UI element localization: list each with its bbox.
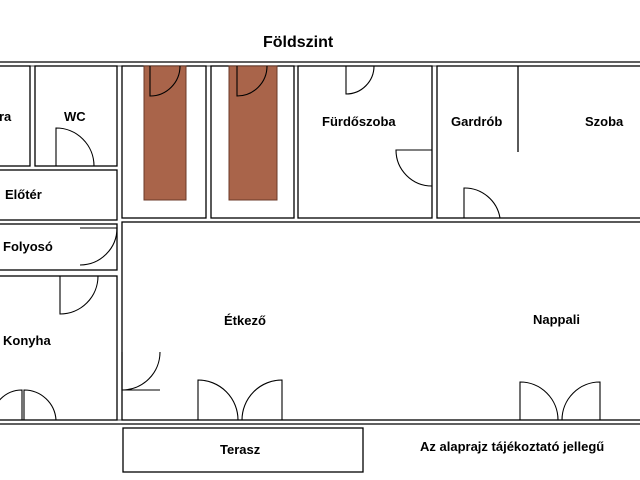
room-folyoso-outline <box>0 223 118 271</box>
furdoszoba-door-top <box>345 65 375 95</box>
room-furdoszoba-outline <box>297 65 433 219</box>
nappali-door-left <box>519 381 559 421</box>
label-eloter: Előtér <box>5 187 42 202</box>
room-eloter-outline <box>0 169 118 221</box>
room-kamra-outline <box>0 65 31 167</box>
closet-2-fill <box>228 65 278 201</box>
room-wc-outline <box>34 65 118 167</box>
room-konyha-outline <box>0 275 118 421</box>
label-etkezo: Étkező <box>224 313 266 328</box>
disclaimer-note: Az alaprajz tájékoztató jellegű <box>420 439 605 454</box>
etkezo-door-left <box>197 379 239 421</box>
label-konyha: Konyha <box>3 333 51 348</box>
folyoso-door <box>79 227 118 266</box>
nappali-door-right <box>561 381 601 421</box>
wc-door <box>55 127 95 167</box>
etkezo-door-right <box>241 379 283 421</box>
label-kamra: ra <box>0 109 12 124</box>
etkezo-door-side <box>121 351 161 391</box>
label-wc: WC <box>64 109 86 124</box>
label-szoba: Szoba <box>585 114 624 129</box>
konyha-door-ext-right <box>23 389 57 421</box>
closet-1-fill <box>143 65 187 201</box>
room-terasz-outline <box>122 427 364 473</box>
label-nappali: Nappali <box>533 312 580 327</box>
label-gardrob: Gardrób <box>451 114 503 129</box>
plan-title: Földszint <box>263 34 334 51</box>
closet-1-door <box>149 65 181 97</box>
label-folyoso: Folyosó <box>3 239 53 254</box>
label-furdoszoba: Fürdőszoba <box>322 114 396 129</box>
label-terasz: Terasz <box>220 442 261 457</box>
konyha-door-ext-left <box>0 389 23 420</box>
room-gardrob-szoba-outline <box>436 65 640 219</box>
furdoszoba-door-side <box>395 149 433 187</box>
gardrob-door <box>463 187 501 219</box>
closet-2-door <box>236 65 268 97</box>
outer-walls <box>0 61 640 425</box>
room-etkezo-nappali-outline <box>121 221 640 421</box>
konyha-door <box>59 275 99 315</box>
